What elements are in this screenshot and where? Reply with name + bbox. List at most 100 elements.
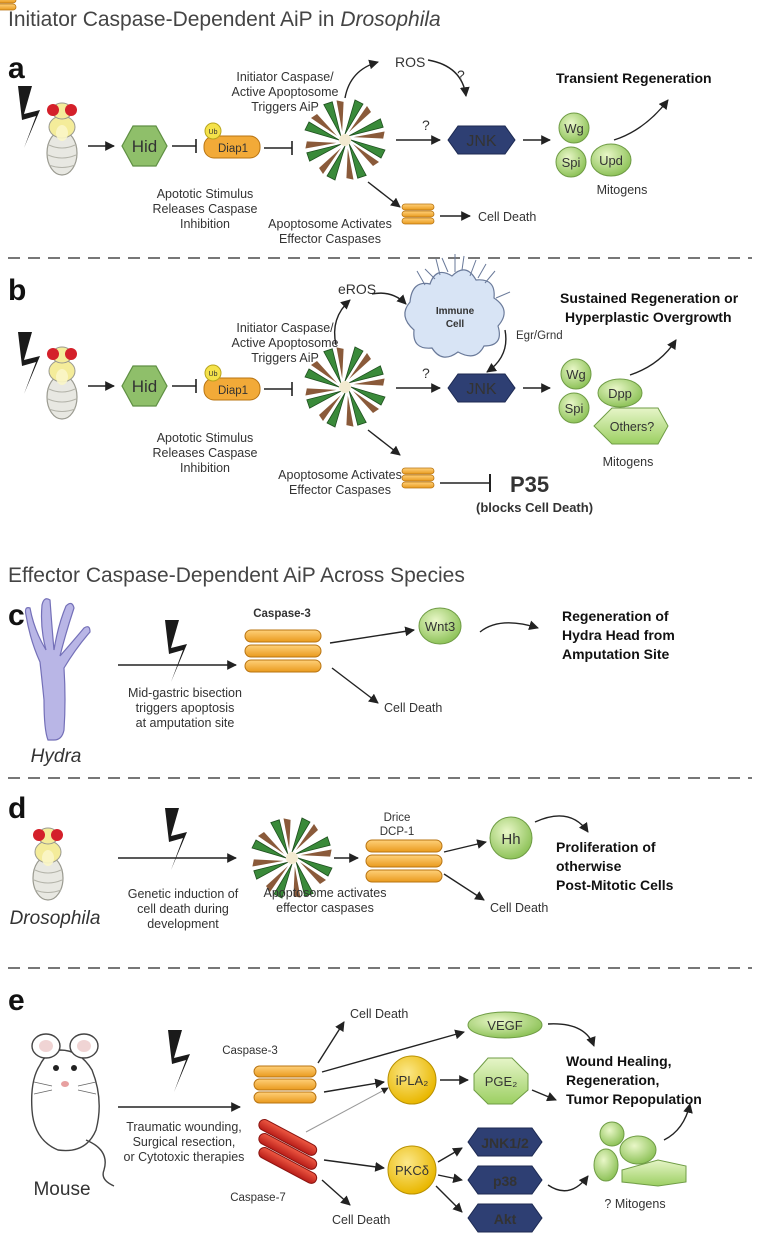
egr-label: Egr/Grnd [516, 330, 563, 342]
trigger-c-line-3: at amputation site [136, 716, 235, 730]
spi-circle [555, 146, 587, 178]
outcome-a: Transient Regeneration [556, 70, 712, 86]
outcome-c-line-1: Regeneration of [562, 608, 669, 624]
wnt3-label: Wnt3 [425, 619, 455, 634]
wnt3-circle [418, 607, 462, 645]
jnk-label: JNK [466, 381, 497, 398]
initiator-line-3: Triggers AiP [251, 100, 319, 114]
p35-label: P35 [510, 472, 549, 497]
outcome-e-line-1: Wound Healing, [566, 1053, 672, 1069]
cell-death-e-top: Cell Death [350, 1007, 408, 1021]
pkc-delta-circle [387, 1145, 437, 1195]
hid-hexagon [121, 365, 168, 407]
ub-label: Ub [209, 129, 218, 136]
effector-caspase-icon [401, 203, 435, 225]
trigger-c-line-1: Mid-gastric bisection [128, 686, 242, 700]
wg-circle [560, 358, 592, 390]
initiator-line-1: Initiator Caspase/ [236, 321, 334, 335]
question-mark-ros: ? [457, 67, 465, 83]
lightning-bolt-icon [165, 620, 187, 682]
hid-label: Hid [132, 137, 158, 156]
stimulus-line-3: Inhibition [180, 217, 230, 231]
diap1-shape [203, 377, 261, 401]
diap1-shape [203, 135, 261, 159]
caspase-3-icon [244, 629, 322, 673]
caspase-3-label: Caspase-3 [222, 1045, 278, 1057]
spi-circle [558, 392, 590, 424]
initiator-line-2: Active Apoptosome [231, 85, 338, 99]
others-hexagon [593, 407, 669, 445]
panel-c-letter: c [8, 599, 25, 632]
outcome-d-line-2: otherwise [556, 858, 622, 874]
panel-e-letter: e [8, 984, 25, 1017]
trigger-c-line-2: triggers apoptosis [136, 701, 235, 715]
panel-a-letter: a [8, 52, 25, 85]
akt-hexagon [467, 1203, 543, 1233]
upd-circle [590, 143, 632, 177]
outcome-d-line-3: Post-Mitotic Cells [556, 877, 674, 893]
p38-hexagon [467, 1165, 543, 1195]
jnk-hexagon [447, 125, 516, 155]
dcp1-label: DCP-1 [380, 826, 415, 838]
others-label: Others? [610, 420, 655, 434]
panel-b: b Hid Diap1 Ub Apototic Stimulus Release… [8, 254, 739, 515]
caspase-3-stack [253, 1065, 317, 1104]
fly-icon [32, 827, 64, 901]
fly-icon [46, 102, 78, 176]
outcome-b-line-2: Hyperplastic Overgrowth [565, 309, 732, 325]
effector-line-1: Apoptosome Activates [278, 468, 402, 482]
immune-line-2: Cell [446, 319, 465, 330]
effector-line-1: Apoptosome Activates [268, 217, 392, 231]
effector-line-2: Effector Caspases [289, 483, 391, 497]
outcome-c-line-2: Hydra Head from [562, 627, 675, 643]
initiator-line-2: Active Apoptosome [231, 336, 338, 350]
fly-icon [46, 346, 78, 420]
lightning-bolt-icon [18, 332, 40, 394]
jnk-hexagon [447, 373, 516, 403]
vegf-label: VEGF [487, 1018, 522, 1033]
hh-circle [489, 816, 533, 860]
p35-note: (blocks Cell Death) [476, 500, 593, 515]
panel-a: a Hid Diap1 Ub Apototic Stimulus Release… [8, 52, 712, 246]
organism-drosophila: Drosophila [10, 908, 101, 929]
drice-dcp1-icon [365, 839, 443, 883]
trigger-e-line-2: Surgical resection, [133, 1135, 236, 1149]
wg-circle [558, 112, 590, 144]
outcome-d-line-1: Proliferation of [556, 839, 656, 855]
cell-death-e-bottom: Cell Death [332, 1213, 390, 1227]
p38-label: p38 [493, 1173, 517, 1189]
jnk-label: JNK [466, 133, 497, 150]
pge2-hexagon [473, 1057, 529, 1105]
diap1-label: Diap1 [218, 385, 248, 397]
panel-d-letter: d [8, 792, 26, 825]
stimulus-line-1: Apototic Stimulus [157, 431, 254, 445]
jnk12-label: JNK1/2 [481, 1135, 529, 1151]
initiator-line-3: Triggers AiP [251, 351, 319, 365]
hid-hexagon [121, 125, 168, 167]
lightning-bolt-icon [18, 86, 40, 148]
lightning-bolt-icon [168, 1030, 190, 1092]
section2-title: Effector Caspase-Dependent AiP Across Sp… [8, 564, 465, 587]
ubiquitin-icon [204, 122, 222, 140]
panel-c: c Hydra Mid-gastric bisection triggers a… [8, 598, 675, 767]
dpp-label: Dpp [608, 386, 632, 401]
jnk12-hexagon [467, 1127, 543, 1157]
panel-e: e Mouse Traumatic wounding, Surgical res… [0, 0, 702, 1233]
immune-cell [404, 254, 511, 358]
question-mark-jnk: ? [422, 117, 430, 133]
apoptosome-d-line-2: effector caspases [276, 901, 374, 915]
wg-label: Wg [564, 121, 584, 136]
ub-label: Ub [209, 371, 218, 378]
stimulus-line-3: Inhibition [180, 461, 230, 475]
caspase-3-label: Caspase-3 [253, 608, 311, 620]
effector-caspase-icon [401, 467, 435, 489]
panel-b-letter: b [8, 274, 26, 307]
drice-label: Drice [384, 812, 411, 824]
pge2-label: PGE₂ [485, 1074, 518, 1089]
trigger-e-line-3: or Cytotoxic therapies [124, 1150, 245, 1164]
mouse-icon [30, 1033, 115, 1187]
mitogen-blobs [593, 1121, 687, 1187]
spi-label: Spi [562, 155, 581, 170]
caspase-7-stack [258, 1119, 318, 1184]
